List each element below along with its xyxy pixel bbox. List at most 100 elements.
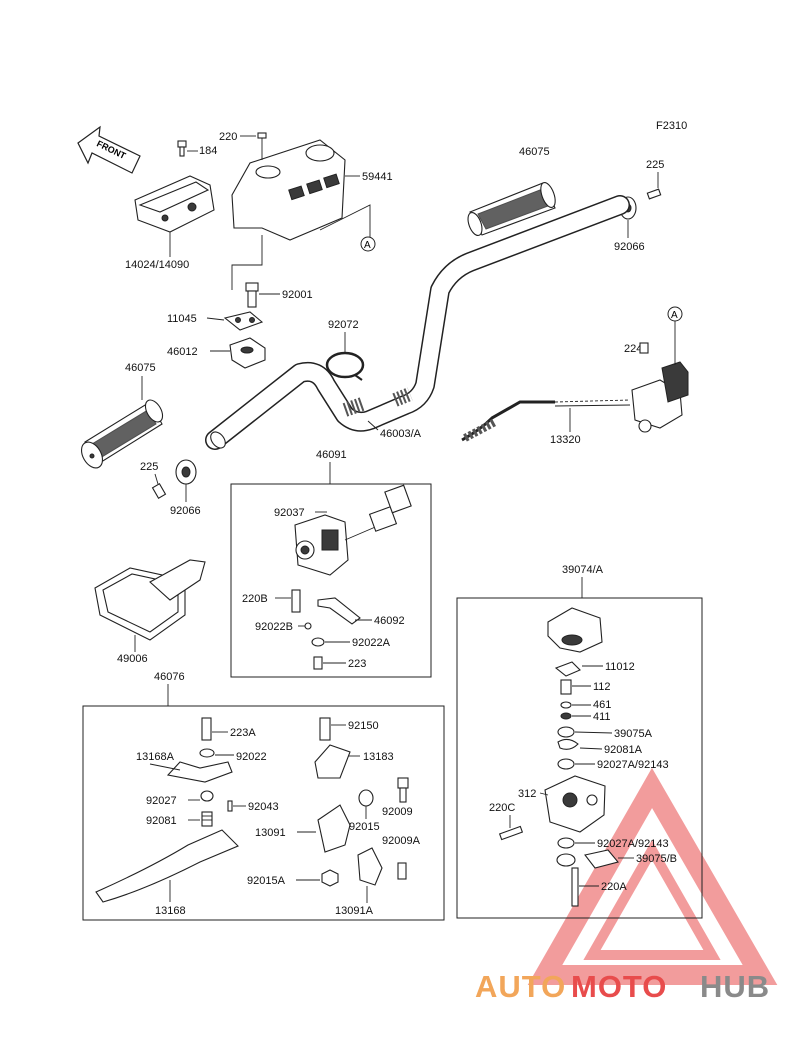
watermark-auto: AUTO [475,969,566,1004]
figure-code: F2310 [656,120,687,132]
bolt-184 [177,140,187,157]
hand-guard-49006 [94,559,206,641]
watermark-logo [527,767,778,985]
right-grip-46075 [467,182,556,237]
bolt-92001 [245,282,259,308]
spring-92081A [557,738,579,750]
lever-46092 [317,597,361,625]
screw-220A [571,867,579,907]
svg-text:A: A [364,240,371,251]
pin-92043 [227,800,233,812]
label-92001: 92001 [282,289,313,301]
switch-13091 [317,804,351,853]
bracket-13168A [149,761,233,783]
screw-92009A [397,862,407,880]
bolt-112 [560,679,572,695]
handlebar-cover-14024 [134,175,215,233]
label-49006: 49006 [117,653,148,665]
group-box-39074 [456,597,703,919]
label-11045: 11045 [167,313,197,325]
label-220C: 220C [489,802,515,814]
label-92027A-92143-1: 92027A/92143 [597,759,669,771]
label-11012: 11012 [605,661,635,673]
watermark-text: AUTO MOTO HUB [475,969,769,1004]
label-223A: 223A [230,727,256,739]
throttle-case-a [631,361,689,433]
label-14024-14090: 14024/14090 [125,259,189,271]
washer-461 [560,701,572,709]
label-92072: 92072 [328,319,359,331]
label-92037: 92037 [274,507,305,519]
washer-92022 [199,748,215,758]
label-225-top: 225 [646,159,664,171]
holder-13183 [314,744,351,779]
throttle-case-312 [544,775,606,833]
screw-220C [498,825,524,841]
label-411: 411 [593,711,611,723]
label-92009: 92009 [382,806,413,818]
bolt-225-left [151,483,167,499]
label-13183: 13183 [363,751,394,763]
label-46012: 46012 [167,346,198,358]
label-59441: 59441 [362,171,393,183]
callout-a-right: A [667,306,683,322]
bolt-223A [201,717,212,741]
washer-92015 [358,789,374,807]
label-223: 223 [348,658,366,670]
handlebar-holder-cover-59441 [231,139,346,241]
label-92081: 92081 [146,815,177,827]
throttle-cable-13320 [461,399,631,442]
label-46076: 46076 [154,671,185,683]
washer-39075A [557,726,575,738]
label-39075B: 39075/B [636,853,677,865]
washer-411 [560,712,572,720]
label-13320: 13320 [550,434,581,446]
left-grip-46075 [80,399,164,469]
label-220B: 220B [242,593,268,605]
group-box-46076 [82,705,445,921]
screw-223 [313,656,323,670]
bolt-225-top [646,188,662,200]
label-92015A: 92015A [247,875,286,887]
cable-end-39075B [556,849,619,869]
label-225-left: 225 [140,461,158,473]
label-224: 224 [624,343,642,355]
svg-text:A: A [671,310,678,321]
label-92022: 92022 [236,751,267,763]
label-39075A: 39075A [614,728,653,740]
bolt-220 [257,132,267,160]
label-92081A: 92081A [604,744,643,756]
label-46092: 46092 [374,615,405,627]
label-13168A: 13168A [136,751,175,763]
label-112: 112 [593,681,611,693]
bolt-224 [639,342,649,354]
callout-a-top: A [360,236,376,252]
label-13168: 13168 [155,905,186,917]
front-arrow-icon: FRONT [77,125,141,174]
label-312: 312 [518,788,536,800]
label-46003: 46003/A [380,428,422,440]
label-39074: 39074/A [562,564,604,576]
spring-92081 [201,811,213,827]
collar-92027 [200,790,214,802]
label-220: 220 [219,131,237,143]
handlebar-46003 [205,195,630,450]
cover-39074 [547,607,603,653]
label-92043: 92043 [248,801,279,813]
clip-11012 [554,661,581,677]
label-92027A-92143-2: 92027A/92143 [597,838,669,850]
washer-92027A-1 [557,758,575,770]
label-92022A: 92022A [352,637,391,649]
label-92027: 92027 [146,795,177,807]
washer-92022A [311,637,325,647]
clutch-lever-13168 [95,829,239,903]
weight-92066-left [175,459,197,485]
watermark-moto: MOTO [571,969,667,1004]
bolt-92009 [397,777,409,803]
holder-46012 [229,337,266,369]
label-461: 461 [593,699,611,711]
label-92066-top: 92066 [614,241,645,253]
label-92022B: 92022B [255,621,293,633]
label-13091: 13091 [255,827,286,839]
